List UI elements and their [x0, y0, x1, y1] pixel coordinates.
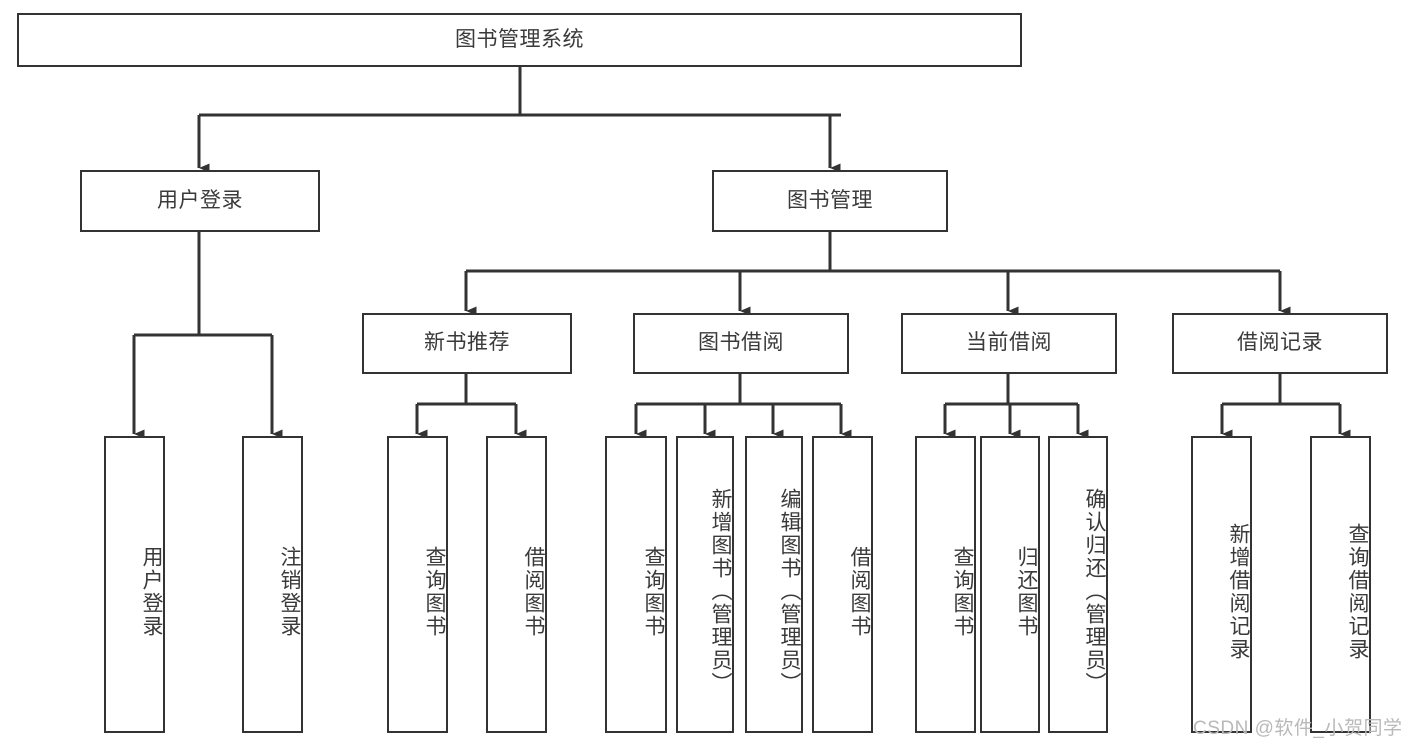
node-new-book-recommend-label: 新书推荐 — [424, 331, 510, 355]
node-leaf-user-login[interactable]: 用户登录 — [104, 436, 165, 733]
node-leaf-confirm-return-label: 确认归还（管理员） — [1083, 488, 1106, 695]
node-leaf-add-book-label: 新增图书（管理员） — [709, 488, 732, 695]
node-leaf-query-book-2-label: 查询图书 — [642, 545, 665, 638]
node-leaf-borrow-book-1[interactable]: 借阅图书 — [486, 436, 547, 733]
node-leaf-add-book[interactable]: 新增图书（管理员） — [676, 436, 734, 733]
node-leaf-borrow-book-1-label: 借阅图书 — [522, 545, 545, 638]
node-leaf-query-book-3[interactable]: 查询图书 — [915, 436, 976, 733]
node-leaf-confirm-return[interactable]: 确认归还（管理员） — [1048, 436, 1108, 733]
node-root[interactable]: 图书管理系统 — [17, 13, 1022, 67]
node-book-borrow-label: 图书借阅 — [698, 331, 784, 355]
node-leaf-query-book-2[interactable]: 查询图书 — [605, 436, 667, 733]
node-leaf-logout-label: 注销登录 — [278, 545, 301, 638]
node-leaf-edit-book-label: 编辑图书（管理员） — [778, 488, 801, 695]
watermark: CSDN @软件_小贺同学 — [1193, 718, 1403, 739]
node-leaf-return-book-label: 归还图书 — [1015, 545, 1038, 638]
node-user-login[interactable]: 用户登录 — [80, 170, 320, 232]
node-root-label: 图书管理系统 — [455, 27, 584, 51]
node-leaf-borrow-book-2[interactable]: 借阅图书 — [812, 436, 873, 733]
node-current-borrow-label: 当前借阅 — [966, 331, 1052, 355]
node-book-manage-label: 图书管理 — [787, 188, 873, 212]
node-user-login-label: 用户登录 — [157, 188, 243, 212]
node-leaf-logout[interactable]: 注销登录 — [242, 436, 303, 733]
node-leaf-query-book-1-label: 查询图书 — [423, 545, 446, 638]
node-borrow-record-label: 借阅记录 — [1237, 331, 1323, 355]
node-borrow-record[interactable]: 借阅记录 — [1172, 313, 1388, 374]
node-leaf-query-record[interactable]: 查询借阅记录 — [1310, 436, 1371, 733]
node-leaf-borrow-book-2-label: 借阅图书 — [848, 545, 871, 638]
node-book-borrow[interactable]: 图书借阅 — [633, 313, 849, 374]
node-current-borrow[interactable]: 当前借阅 — [901, 313, 1117, 374]
node-leaf-return-book[interactable]: 归还图书 — [980, 436, 1040, 733]
node-leaf-user-login-label: 用户登录 — [140, 545, 163, 638]
node-leaf-edit-book[interactable]: 编辑图书（管理员） — [745, 436, 803, 733]
node-leaf-add-record-label: 新增借阅记录 — [1227, 522, 1250, 661]
node-leaf-add-record[interactable]: 新增借阅记录 — [1191, 436, 1252, 733]
node-book-manage[interactable]: 图书管理 — [712, 170, 948, 232]
node-leaf-query-record-label: 查询借阅记录 — [1346, 522, 1369, 661]
node-new-book-recommend[interactable]: 新书推荐 — [362, 313, 572, 374]
node-leaf-query-book-3-label: 查询图书 — [951, 545, 974, 638]
node-leaf-query-book-1[interactable]: 查询图书 — [387, 436, 448, 733]
